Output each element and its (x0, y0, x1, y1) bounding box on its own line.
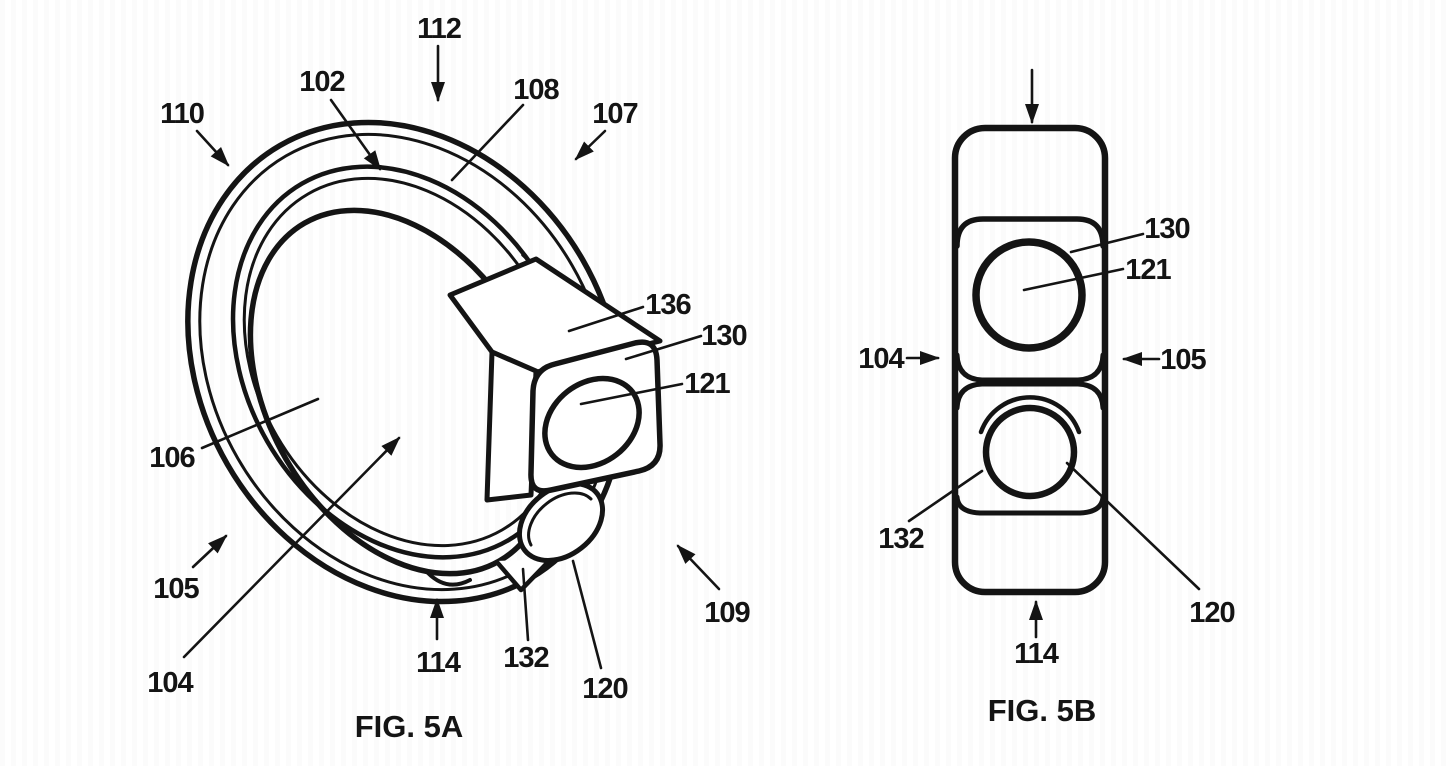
ref-label-136: 136 (645, 289, 691, 321)
leader-104 (182, 436, 401, 659)
dome-button-inner-arc (527, 491, 593, 547)
ref-label-104: 104 (147, 667, 193, 699)
dome-button-seat-arc (978, 395, 1082, 435)
fig5b-leaders (905, 68, 1201, 639)
leader-136 (567, 305, 645, 333)
waist-seam-lower (954, 381, 1106, 411)
ref-label-110: 110 (160, 98, 204, 130)
leader-121b (1022, 267, 1125, 292)
leader-108 (450, 103, 525, 182)
ref-label-114b: 114 (1014, 638, 1059, 670)
ref-label-130b: 130 (1144, 213, 1189, 245)
ref-label-108: 108 (513, 74, 559, 106)
fig5b-drawing: 130 121 104 105 132 120 114 FIG. 5B (858, 68, 1236, 728)
leader-105 (191, 534, 228, 569)
leader-107 (574, 129, 607, 161)
module-side-face (484, 349, 539, 503)
fig5b-caption: FIG. 5B (988, 693, 1097, 728)
ref-label-106: 106 (149, 442, 195, 474)
leader-120b (1065, 461, 1201, 591)
ref-label-120: 120 (582, 673, 627, 705)
leader-130b (1069, 232, 1145, 254)
ref-label-130: 130 (701, 320, 746, 352)
ref-label-132: 132 (503, 642, 548, 674)
ref-label-132b: 132 (878, 523, 923, 555)
ref-label-105b: 105 (1160, 344, 1206, 376)
bottom-panel-seam (954, 494, 1106, 516)
band-notch (426, 571, 472, 587)
leader-120 (571, 559, 603, 670)
ref-label-102: 102 (299, 66, 344, 98)
leader-106 (200, 397, 320, 450)
leader-132 (521, 567, 530, 642)
ref-label-107: 107 (592, 98, 637, 130)
leader-109 (676, 544, 721, 591)
fig5a-leaders (182, 44, 721, 670)
dome-button-side (982, 404, 1078, 500)
ref-label-121b: 121 (1125, 254, 1171, 286)
ref-label-105: 105 (153, 573, 199, 605)
ref-label-120b: 120 (1189, 597, 1234, 629)
ref-label-109: 109 (704, 597, 750, 629)
fig5a-caption: FIG. 5A (355, 709, 464, 744)
ring-side-body (951, 124, 1109, 596)
sensor-window-side (972, 238, 1086, 352)
dome-button (516, 481, 606, 563)
sensor-window (542, 375, 642, 471)
ref-label-121: 121 (684, 368, 730, 400)
fig5b-labels: 130 121 104 105 132 120 114 FIG. 5B (858, 213, 1235, 728)
leader-110 (195, 129, 230, 167)
waist-seam-upper (954, 352, 1106, 383)
ref-label-114: 114 (416, 647, 461, 679)
leader-102 (329, 98, 382, 171)
ref-label-112: 112 (417, 13, 461, 45)
fig5a-drawing: 110 102 112 108 107 136 130 121 106 105 … (147, 13, 751, 744)
body-outline (951, 124, 1109, 596)
top-section-seam (954, 216, 1106, 249)
leader-130 (624, 334, 703, 361)
leader-132b (907, 469, 984, 523)
ref-label-104b: 104 (858, 343, 904, 375)
leader-121 (579, 382, 684, 406)
fig5a-labels: 110 102 112 108 107 136 130 121 106 105 … (147, 13, 751, 744)
